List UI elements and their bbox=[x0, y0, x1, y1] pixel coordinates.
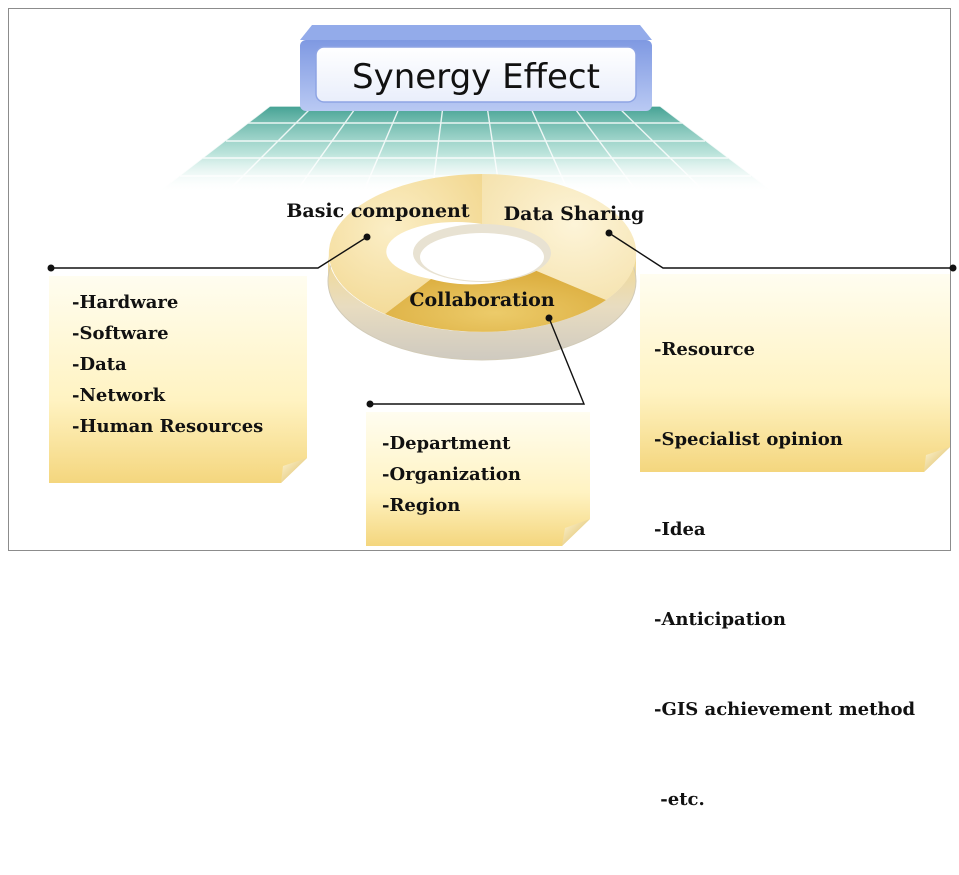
note-sharing-item: -etc. bbox=[654, 789, 705, 810]
connector-collaboration bbox=[370, 317, 586, 405]
note-basic-item: -Hardware bbox=[72, 292, 179, 313]
note-sharing-item: -Idea bbox=[654, 519, 706, 540]
connector-sharing bbox=[608, 232, 953, 269]
note-collaboration-shape bbox=[366, 412, 590, 546]
segment-data-sharing bbox=[482, 173, 637, 300]
segment-label-basic-component: Basic component bbox=[286, 200, 469, 222]
note-basic-item: -Software bbox=[72, 323, 169, 344]
note-sharing-shape bbox=[640, 274, 950, 472]
connector-lines bbox=[51, 232, 953, 405]
note-collaboration-item: -Organization bbox=[382, 464, 521, 485]
note-sharing-item: -Specialist opinion bbox=[654, 429, 843, 450]
note-sharing-item: -GIS achievement method bbox=[654, 699, 916, 720]
note-sharing-item: -Anticipation bbox=[654, 609, 786, 630]
perspective-grid bbox=[156, 105, 776, 194]
note-basic-list: -Hardware -Software -Data -Network -Huma… bbox=[72, 287, 263, 442]
segment-label-data-sharing: Data Sharing bbox=[504, 203, 645, 225]
connector-dots bbox=[47, 229, 957, 408]
diagram-canvas: Synergy Effect Basic component Data Shar… bbox=[8, 8, 957, 810]
note-sharing-item: -Resource bbox=[654, 339, 756, 360]
diagram-art: Synergy Effect Basic component Data Shar… bbox=[47, 25, 957, 546]
note-collaboration-item: -Region bbox=[382, 495, 461, 516]
note-basic-shape bbox=[49, 276, 307, 483]
note-sharing-list: -Resource -Specialist opinion -Idea -Ant… bbox=[654, 275, 915, 875]
note-collaboration-list: -Department -Organization -Region bbox=[382, 428, 521, 521]
note-basic-item: -Network bbox=[72, 385, 166, 406]
note-collaboration-item: -Department bbox=[382, 433, 511, 454]
segment-label-collaboration: Collaboration bbox=[409, 289, 554, 311]
connector-basic bbox=[51, 236, 368, 269]
diagram-title: Synergy Effect bbox=[352, 57, 600, 97]
synergy-ring: Basic component Data Sharing Collaborati… bbox=[286, 173, 645, 361]
segment-basic-component bbox=[328, 174, 482, 314]
note-basic-item: -Data bbox=[72, 354, 127, 375]
title-box: Synergy Effect bbox=[300, 25, 652, 111]
note-basic-item: -Human Resources bbox=[72, 416, 264, 437]
